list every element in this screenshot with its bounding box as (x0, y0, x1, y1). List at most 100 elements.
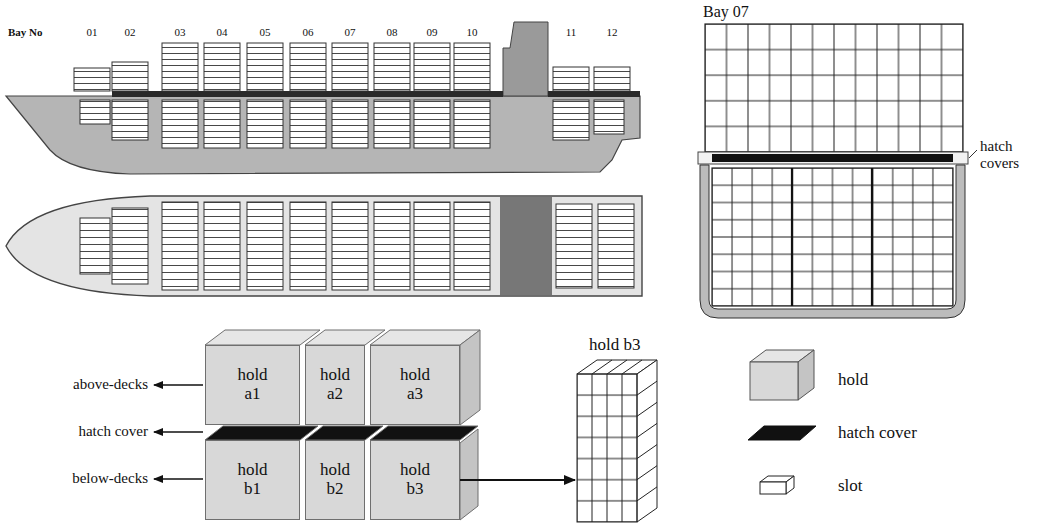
container-stack (162, 43, 198, 91)
bay-number: 05 (250, 26, 280, 39)
hold-block: hold a3 (370, 345, 460, 425)
bay-header: Bay No (8, 26, 64, 39)
container-stack (374, 100, 410, 148)
block-side-face (460, 429, 478, 520)
section-title: Bay 07 (703, 3, 793, 21)
container-stack (247, 43, 283, 91)
slot-grid-3d (577, 360, 657, 522)
above-deck-grid (705, 24, 963, 152)
container-stack (594, 67, 630, 91)
legend-hold-side (798, 350, 814, 400)
container-stack (553, 67, 589, 91)
hull-side (6, 96, 640, 174)
container-stack (247, 100, 283, 148)
legend-hold-front (750, 362, 798, 400)
bay-number: 08 (377, 26, 407, 39)
hull-plan (6, 196, 642, 296)
superstructure (503, 22, 548, 96)
below-deck-grid (712, 168, 953, 306)
callout-label: hatch covers (980, 138, 1050, 173)
deck-band (112, 91, 503, 97)
container-stack (454, 202, 490, 290)
container-stack (594, 100, 624, 134)
leader-arrow (154, 431, 203, 432)
container-stack (374, 202, 410, 290)
container-stack (454, 43, 490, 91)
container-stack (80, 100, 110, 124)
bay-number: 10 (457, 26, 487, 39)
slot-grid: hold b3 (575, 336, 669, 526)
plan-view (6, 196, 642, 296)
hold-label: hold a3 (400, 366, 430, 403)
hold-block: hold a2 (305, 345, 365, 425)
hold-block: hold a1 (205, 345, 300, 425)
container-stack (332, 43, 368, 91)
container-stack (598, 204, 634, 288)
container-stack (332, 100, 368, 148)
container-stack (112, 208, 148, 284)
container-stacks (74, 43, 630, 148)
legend-slot-side (786, 476, 794, 494)
leader-arrow (154, 478, 203, 479)
legend-text: slot (838, 476, 863, 496)
grid-title: hold b3 (575, 336, 669, 355)
grid-lines (592, 360, 642, 374)
hatch-cover-plate (205, 426, 318, 440)
container-stack (414, 100, 450, 148)
label-arrows (154, 385, 203, 479)
bay-cross-section (698, 24, 977, 318)
container-stack (204, 43, 240, 91)
grid-lines (637, 381, 657, 501)
hold-block: hold b3 (370, 440, 460, 520)
bay-number: 04 (207, 26, 237, 39)
leader-line (969, 150, 977, 158)
hatch-cover-frame (698, 152, 968, 164)
hatch-cover-plate (370, 426, 478, 440)
grid-side-face (637, 360, 657, 522)
container-stack (553, 100, 589, 140)
block-top-face (205, 330, 320, 345)
bay-number: 02 (115, 26, 145, 39)
container-stacks-plan (80, 202, 634, 290)
deck-label: hatch cover (28, 423, 148, 440)
legend-text: hold (838, 370, 868, 390)
container-stack (204, 100, 240, 148)
legend-shapes (748, 350, 816, 494)
container-stack (290, 43, 326, 91)
container-stack (162, 100, 198, 148)
block-side-face (460, 330, 480, 425)
bay-number: 12 (597, 26, 627, 39)
container-stack (112, 62, 148, 91)
container-stack (290, 202, 326, 290)
connector-arrow (460, 479, 575, 481)
bay-number: 09 (417, 26, 447, 39)
side-view (6, 22, 640, 174)
hold-block: hold b2 (305, 440, 365, 520)
legend-text: hatch cover (838, 423, 917, 443)
hold-label: hold b1 (237, 461, 267, 498)
container-stack (414, 43, 450, 91)
superstructure-plan (500, 197, 552, 295)
hatch-cover-plate (305, 426, 383, 440)
hold-divider (792, 168, 872, 306)
container-stack (112, 100, 148, 140)
leader-arrow (154, 384, 203, 385)
hold-label: hold a2 (320, 366, 350, 403)
hold-label: hold b3 (400, 461, 430, 498)
bay-number: 03 (165, 26, 195, 39)
container-stack (556, 204, 592, 288)
hold-blocks-3d (205, 330, 480, 520)
container-stack (74, 68, 110, 91)
bay-number: 11 (556, 26, 586, 39)
bay-number: 06 (293, 26, 323, 39)
grid-front-face (577, 374, 637, 522)
hold-label: hold a1 (237, 366, 267, 403)
hold-label: hold b2 (320, 461, 350, 498)
container-stack (332, 202, 368, 290)
container-stack (374, 43, 410, 91)
